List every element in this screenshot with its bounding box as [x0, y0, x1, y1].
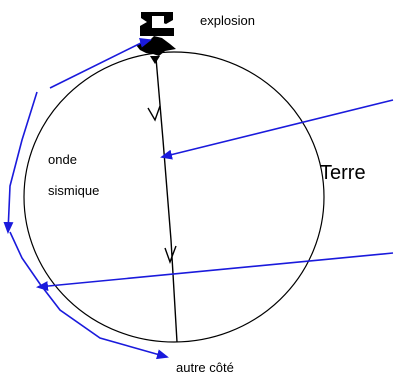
- surface-wave-left-arc: [3, 91, 38, 234]
- pointer-arrow-to-wave: [160, 99, 394, 160]
- label-other-side: autre côté: [176, 360, 234, 375]
- label-earth: Terre: [320, 162, 366, 184]
- earth-circle: [23, 51, 325, 343]
- direct-wave-chevron-2: [164, 245, 177, 265]
- label-onde: onde: [48, 152, 77, 167]
- surface-wave-arrow-top: [139, 37, 152, 48]
- direct-wave-path: [155, 57, 178, 343]
- explosion-icon: [136, 12, 176, 64]
- pointer-arrow-to-surface: [36, 252, 394, 292]
- surface-wave-bottom-arc: [9, 231, 169, 360]
- label-explosion: explosion: [200, 13, 255, 28]
- direct-wave-chevron-1: [147, 105, 161, 122]
- label-sismique: sismique: [48, 183, 99, 198]
- surface-wave-path: [49, 41, 144, 89]
